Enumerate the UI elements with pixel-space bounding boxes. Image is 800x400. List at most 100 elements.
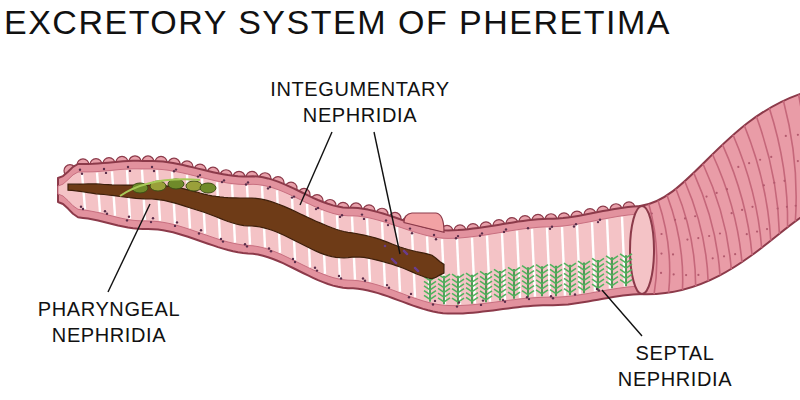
nephridium-branch — [472, 283, 478, 287]
body-segment-ring — [703, 164, 731, 269]
nephridium-branch — [564, 278, 570, 282]
worm-outer-body — [640, 92, 800, 294]
integumentary-nephridium — [176, 221, 178, 223]
septal-nephridium — [541, 266, 543, 296]
integumentary-nephridium — [221, 181, 223, 183]
nephridium-branch — [500, 294, 506, 298]
nephridium-branch — [550, 290, 556, 294]
nephridium-branch — [606, 266, 612, 270]
skin-dot — [673, 273, 675, 275]
integumentary-nephridium — [223, 179, 225, 181]
nephridium-branch — [612, 266, 618, 270]
nephridium-branch — [542, 275, 548, 279]
integumentary-nephridium — [411, 232, 413, 234]
integumentary-nephridium — [387, 224, 389, 226]
nephridium-branch — [480, 286, 486, 290]
nephridium-branch — [598, 279, 604, 283]
nephridium-branch — [480, 271, 486, 275]
nephridium-branch — [522, 271, 528, 275]
nephridium-branch — [494, 279, 500, 283]
skin-dot — [716, 192, 718, 194]
integumentary-nephridium — [385, 219, 387, 221]
septal-nephridium — [611, 257, 613, 288]
nephridium-branch — [500, 274, 506, 278]
nephridium-branch — [626, 254, 632, 258]
skin-dot — [697, 274, 699, 276]
nephridium-branch — [592, 269, 598, 273]
nephridium-branch — [514, 287, 520, 291]
nephridium-branch — [458, 274, 464, 278]
integumentary-nephridium — [457, 235, 459, 237]
nephridium-branch — [508, 267, 514, 271]
nephridium-branch — [570, 278, 576, 282]
nephridium-branch — [438, 298, 444, 302]
integumentary-nephridium — [268, 247, 270, 249]
integumentary-nephridium — [549, 228, 551, 230]
integumentary-nephridium — [128, 216, 130, 218]
integumentary-nephridium — [502, 299, 504, 301]
integumentary-nephridium — [552, 297, 554, 299]
skin-dot — [731, 212, 733, 214]
nephridium-branch — [494, 284, 500, 288]
nephridium-branch — [570, 263, 576, 267]
integumentary-nephridium — [388, 287, 390, 289]
integumentary-nephridium — [391, 258, 394, 261]
nephridium-branch — [528, 271, 534, 275]
integumentary-nephridium — [392, 259, 395, 262]
nephridium-branch — [522, 291, 528, 295]
nephridium-branch — [472, 297, 478, 301]
nephridium-branch — [550, 280, 556, 284]
nephridium-branch — [584, 281, 590, 285]
nephridium-branch — [500, 279, 506, 283]
nephridium-branch — [612, 256, 618, 260]
part-label: INTEGUMENTARY NEPHRIDIA — [250, 76, 470, 128]
nephridium-branch — [606, 256, 612, 260]
nephridium-branch — [528, 291, 534, 295]
integumentary-nephridium — [292, 258, 294, 260]
integumentary-nephridium — [409, 227, 411, 229]
integumentary-nephridium — [503, 231, 505, 233]
nephridium-branch — [522, 276, 528, 280]
integumentary-nephridium — [103, 168, 105, 170]
nephridium-branch — [522, 286, 528, 290]
nephridium-branch — [556, 280, 562, 284]
nephridium-branch — [494, 294, 500, 298]
skin-dot — [674, 219, 676, 221]
nephridium-branch — [424, 295, 430, 299]
nephridium-branch — [508, 277, 514, 281]
nephridium-branch — [592, 274, 598, 278]
nephridium-branch — [606, 282, 612, 286]
skin-dot — [686, 239, 688, 241]
skin-dot — [685, 274, 687, 276]
integumentary-nephridium — [504, 301, 506, 303]
nephridium-branch — [494, 289, 500, 293]
integumentary-nephridium — [79, 169, 81, 171]
nephridium-branch — [620, 259, 626, 263]
integumentary-nephridium — [200, 229, 202, 231]
integumentary-nephridium — [480, 304, 482, 306]
nephridium-branch — [612, 277, 618, 281]
body-segment-ring — [667, 195, 683, 290]
integumentary-nephridium — [364, 280, 366, 282]
nephridium-branch — [536, 265, 542, 269]
integumentary-nephridium — [550, 295, 552, 297]
nephridium-branch — [536, 275, 542, 279]
nephridium-branch — [444, 284, 450, 288]
nephridium-branch — [494, 274, 500, 278]
septal-nephridium — [443, 276, 445, 305]
nephridium-branch — [556, 275, 562, 279]
nephridium-branch — [578, 276, 584, 280]
nephridium-branch — [466, 273, 472, 277]
nephridium-branch — [452, 279, 458, 283]
integumentary-nephridium — [574, 293, 576, 295]
integumentary-nephridium — [597, 221, 599, 223]
skin-dot — [777, 207, 779, 209]
skin-dot — [773, 182, 775, 184]
nephridium-branch — [508, 287, 514, 291]
nephridium-branch — [606, 277, 612, 281]
nephridium-branch — [570, 284, 576, 288]
nephridium-branch — [522, 281, 528, 285]
leader-line — [108, 204, 150, 292]
integumentary-nephridium — [153, 170, 155, 172]
nephridium-branch — [514, 267, 520, 271]
